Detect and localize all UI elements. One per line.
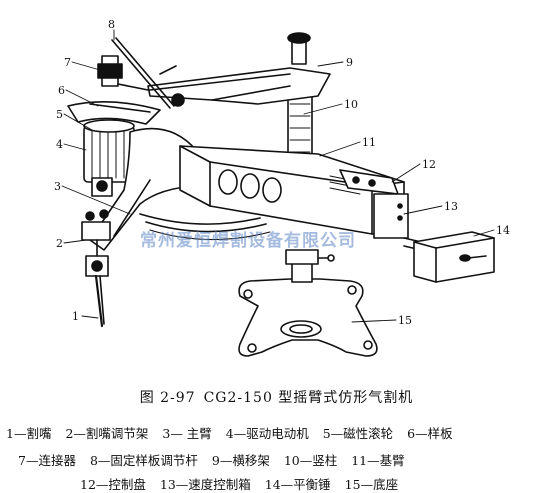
legend-item: 14—平衡锤 bbox=[264, 477, 331, 492]
legend-item: 11—基臂 bbox=[351, 453, 405, 468]
connector-drawing bbox=[97, 55, 149, 91]
figure-number: 图 2-97 bbox=[139, 390, 196, 406]
legend-item: 12—控制盘 bbox=[80, 477, 146, 492]
legend-item: 9—横移架 bbox=[211, 453, 270, 468]
callout-3: 3 bbox=[54, 180, 61, 193]
callout-8: 8 bbox=[108, 18, 115, 31]
legend-row-2: 7—连接器 8—固定样板调节杆 9—横移架 10—竖柱 11—基臂 bbox=[18, 450, 415, 469]
callout-numbers: 1 2 3 4 5 6 7 8 9 10 11 12 13 14 15 bbox=[54, 18, 510, 327]
legend-item: 1—割嘴 bbox=[6, 426, 52, 441]
callout-15: 15 bbox=[398, 314, 412, 327]
callout-11: 11 bbox=[362, 136, 376, 149]
callout-6: 6 bbox=[58, 84, 65, 97]
legend-row-1: 1—割嘴 2—割嘴调节架 3— 主臂 4—驱动电动机 5—磁性滚轮 6—样板 bbox=[6, 423, 463, 442]
callout-4: 4 bbox=[56, 138, 63, 151]
callout-1: 1 bbox=[72, 310, 79, 323]
cutting-nozzle-drawing bbox=[94, 274, 105, 328]
machine-drawing: 常州爱恒焊割设备有限公司 1 2 3 4 5 6 7 8 9 10 11 12 … bbox=[54, 18, 510, 357]
template-plate-drawing bbox=[67, 101, 161, 125]
callout-9: 9 bbox=[346, 56, 353, 69]
motor-drawing bbox=[83, 119, 135, 197]
callout-5: 5 bbox=[56, 108, 63, 121]
legend-item: 5—磁性滚轮 bbox=[322, 426, 394, 441]
callout-12: 12 bbox=[422, 158, 436, 171]
figure-title: CG2-150 型摇臂式仿形气割机 bbox=[203, 390, 414, 406]
legend-item: 8—固定样板调节杆 bbox=[89, 453, 198, 468]
callout-13: 13 bbox=[444, 200, 458, 213]
callout-10: 10 bbox=[344, 98, 358, 111]
legend-item: 2—割嘴调节架 bbox=[65, 426, 149, 441]
main-arm-drawing bbox=[89, 127, 271, 251]
nozzle-bracket-drawing bbox=[81, 209, 111, 277]
legend-item: 4—驱动电动机 bbox=[225, 426, 309, 441]
legend-item: 10—竖柱 bbox=[283, 453, 338, 468]
figure-caption: 图 2-97 CG2-150 型摇臂式仿形气割机 bbox=[0, 387, 553, 407]
speed-control-box-drawing bbox=[373, 193, 409, 239]
legend-item: 15—底座 bbox=[344, 477, 399, 492]
adjusting-rod-drawing bbox=[111, 37, 185, 109]
leader-lines bbox=[61, 29, 495, 323]
callout-7: 7 bbox=[64, 56, 71, 69]
legend-row-3: 12—控制盘 13—速度控制箱 14—平衡锤 15—底座 bbox=[80, 474, 408, 493]
legend-item: 13—速度控制箱 bbox=[159, 477, 251, 492]
legend-item: 3— 主臂 bbox=[162, 426, 212, 441]
counterweight-drawing bbox=[403, 231, 495, 283]
legend-item: 7—连接器 bbox=[18, 453, 76, 468]
legend-item: 6—样板 bbox=[407, 426, 453, 441]
base-drawing bbox=[238, 249, 378, 357]
watermark-text: 常州爱恒焊割设备有限公司 bbox=[140, 230, 356, 251]
callout-14: 14 bbox=[496, 224, 510, 237]
callout-2: 2 bbox=[56, 237, 63, 250]
